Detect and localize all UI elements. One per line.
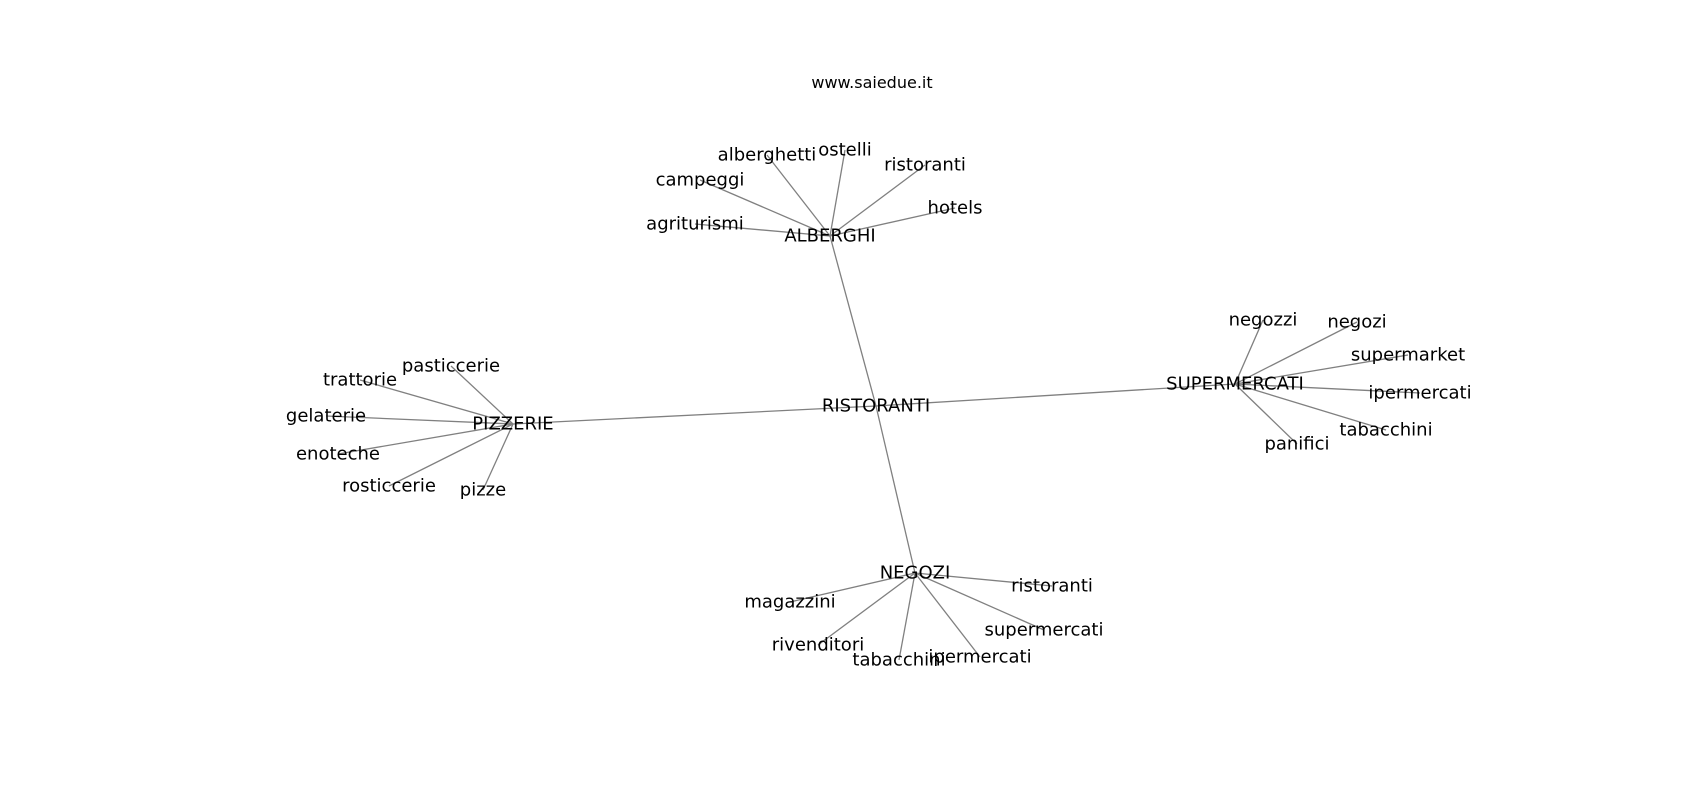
page-title: www.saiedue.it — [811, 73, 932, 92]
edge-supermercati-panifici-5 — [1234, 383, 1298, 445]
node-leaf-alberghi-ristoranti: ristoranti — [884, 155, 966, 176]
node-hub-alberghi: ALBERGHI — [784, 226, 875, 247]
edge-pizzerie-pasticcerie-0 — [450, 365, 514, 425]
edge-alberghi-ostelli-1 — [829, 149, 846, 237]
node-leaf-negozi-supermercati: supermercati — [985, 620, 1104, 641]
edge-pizzerie-rosticcerie-4 — [388, 423, 514, 487]
edge-negozi-ristoranti-0 — [914, 572, 1053, 587]
node-leaf-negozi-ristoranti: ristoranti — [1011, 576, 1093, 597]
node-leaf-alberghi-campeggi: campeggi — [656, 170, 745, 191]
edge-negozi-rivenditori-3 — [817, 572, 916, 646]
edge-root-supermercati — [875, 383, 1236, 407]
edge-supermercati-supermarket-2 — [1234, 354, 1409, 385]
edge-supermercati-ipermercati-3 — [1234, 383, 1421, 394]
edges-layer — [325, 149, 1421, 661]
node-leaf-supermercati-ipermercati: ipermercati — [1368, 383, 1471, 404]
edge-pizzerie-trattorie-1 — [359, 379, 514, 425]
edge-pizzerie-enoteche-3 — [337, 423, 514, 455]
edge-alberghi-hotels-4 — [829, 207, 956, 237]
edge-negozi-ipermercati-5 — [914, 572, 981, 658]
edge-pizzerie-pizze-5 — [482, 423, 514, 491]
node-leaf-supermercati-supermarket: supermarket — [1351, 345, 1465, 366]
edge-negozi-supermercati-2 — [914, 572, 1045, 631]
node-root: RISTORANTI — [822, 396, 930, 417]
node-hub-negozi: NEGOZI — [880, 563, 951, 584]
node-leaf-negozi-magazzini: magazzini — [744, 592, 835, 613]
edge-supermercati-tabacchini-4 — [1234, 383, 1387, 431]
edge-negozi-tabacchini-4 — [898, 572, 916, 661]
node-leaf-pizzerie-rosticcerie: rosticcerie — [342, 476, 436, 497]
edge-negozi-magazzini-1 — [789, 572, 916, 603]
node-leaf-alberghi-hotels: hotels — [928, 198, 983, 219]
edge-root-pizzerie — [512, 405, 877, 425]
edge-alberghi-campeggi-3 — [699, 179, 831, 237]
node-leaf-alberghi-alberghetti: alberghetti — [718, 145, 817, 166]
edge-alberghi-ristoranti-2 — [829, 164, 926, 237]
node-leaf-pizzerie-pasticcerie: pasticcerie — [402, 356, 500, 377]
node-leaf-supermercati-tabacchini: tabacchini — [1339, 420, 1432, 441]
node-leaf-pizzerie-pizze: pizze — [460, 480, 506, 501]
edge-root-alberghi — [829, 235, 877, 407]
node-hub-pizzerie: PIZZERIE — [472, 414, 553, 435]
node-leaf-supermercati-panifici: panifici — [1264, 434, 1329, 455]
node-leaf-supermercati-negozi: negozi — [1327, 312, 1386, 333]
edge-supermercati-negozi-1 — [1234, 321, 1358, 385]
edge-alberghi-alberghetti-0 — [766, 154, 831, 237]
edge-supermercati-negozzi-0 — [1234, 319, 1264, 385]
node-leaf-pizzerie-enoteche: enoteche — [296, 444, 380, 465]
node-leaf-supermercati-negozzi: negozzi — [1229, 310, 1298, 331]
node-leaf-negozi-rivenditori: rivenditori — [772, 635, 864, 656]
node-leaf-pizzerie-trattorie: trattorie — [323, 370, 397, 391]
node-leaf-alberghi-agriturismi: agriturismi — [646, 214, 744, 235]
edge-pizzerie-gelaterie-2 — [325, 415, 514, 425]
node-leaf-pizzerie-gelaterie: gelaterie — [286, 406, 366, 427]
node-hub-supermercati: SUPERMERCATI — [1166, 374, 1304, 395]
node-leaf-negozi-ipermercati: ipermercati — [928, 647, 1031, 668]
node-leaf-negozi-tabacchini: tabacchini — [852, 650, 945, 671]
edge-alberghi-agriturismi-5 — [694, 223, 831, 237]
node-leaf-alberghi-ostelli: ostelli — [818, 140, 872, 161]
edge-root-negozi — [875, 405, 916, 574]
